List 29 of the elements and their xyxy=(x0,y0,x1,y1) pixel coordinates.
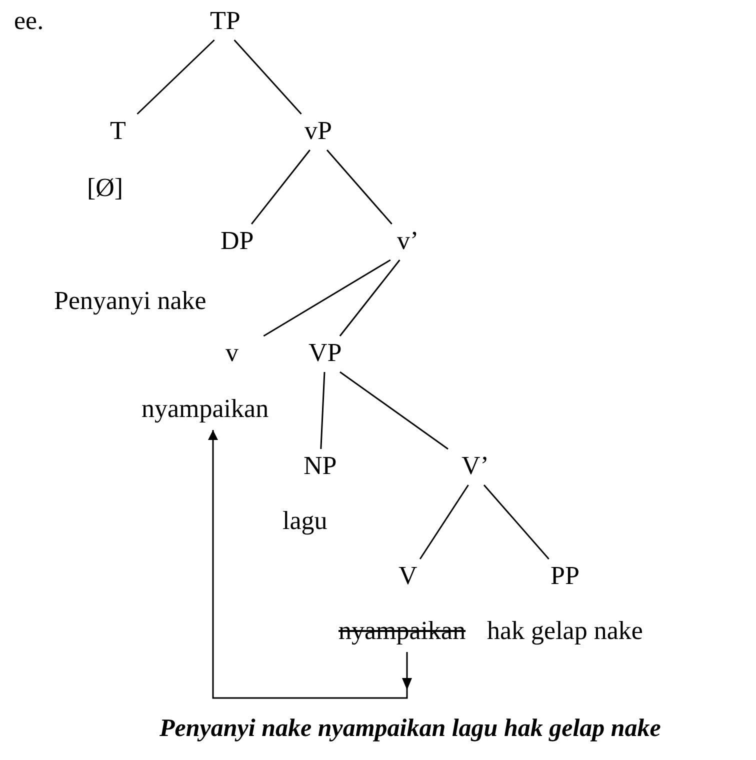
word-label: nyampaikan xyxy=(338,618,466,644)
category-label: NP xyxy=(304,453,337,479)
word-label: lagu xyxy=(282,508,328,534)
tree-branch xyxy=(419,484,469,560)
tree-branch xyxy=(340,371,448,450)
category-label: V’ xyxy=(462,453,489,479)
category-label: V xyxy=(398,563,418,589)
category-label: VP xyxy=(308,340,342,366)
word-label: Penyanyi nake xyxy=(54,288,206,314)
category-label: v xyxy=(226,340,238,366)
tree-branch xyxy=(251,150,310,224)
word-label: [Ø] xyxy=(87,175,124,201)
tree-branch xyxy=(320,372,326,450)
tree-branch xyxy=(234,40,302,114)
word-label: nyampaikan xyxy=(142,396,269,422)
category-label: T xyxy=(110,118,126,144)
category-label: PP xyxy=(550,563,580,589)
category-label: TP xyxy=(210,8,240,34)
tree-branch xyxy=(483,484,550,560)
word-label: hak gelap nake xyxy=(487,618,643,644)
category-label: v’ xyxy=(397,228,419,254)
tree-branch xyxy=(263,259,391,337)
category-label: DP xyxy=(220,228,254,254)
category-label: vP xyxy=(304,118,332,144)
example-sentence: Penyanyi nake nyampaikan lagu hak gelap nake xyxy=(160,716,661,741)
tree-branch xyxy=(136,39,215,115)
tree-branch xyxy=(326,150,392,224)
tree-branch xyxy=(339,260,400,336)
example-number: ee. xyxy=(14,8,44,34)
